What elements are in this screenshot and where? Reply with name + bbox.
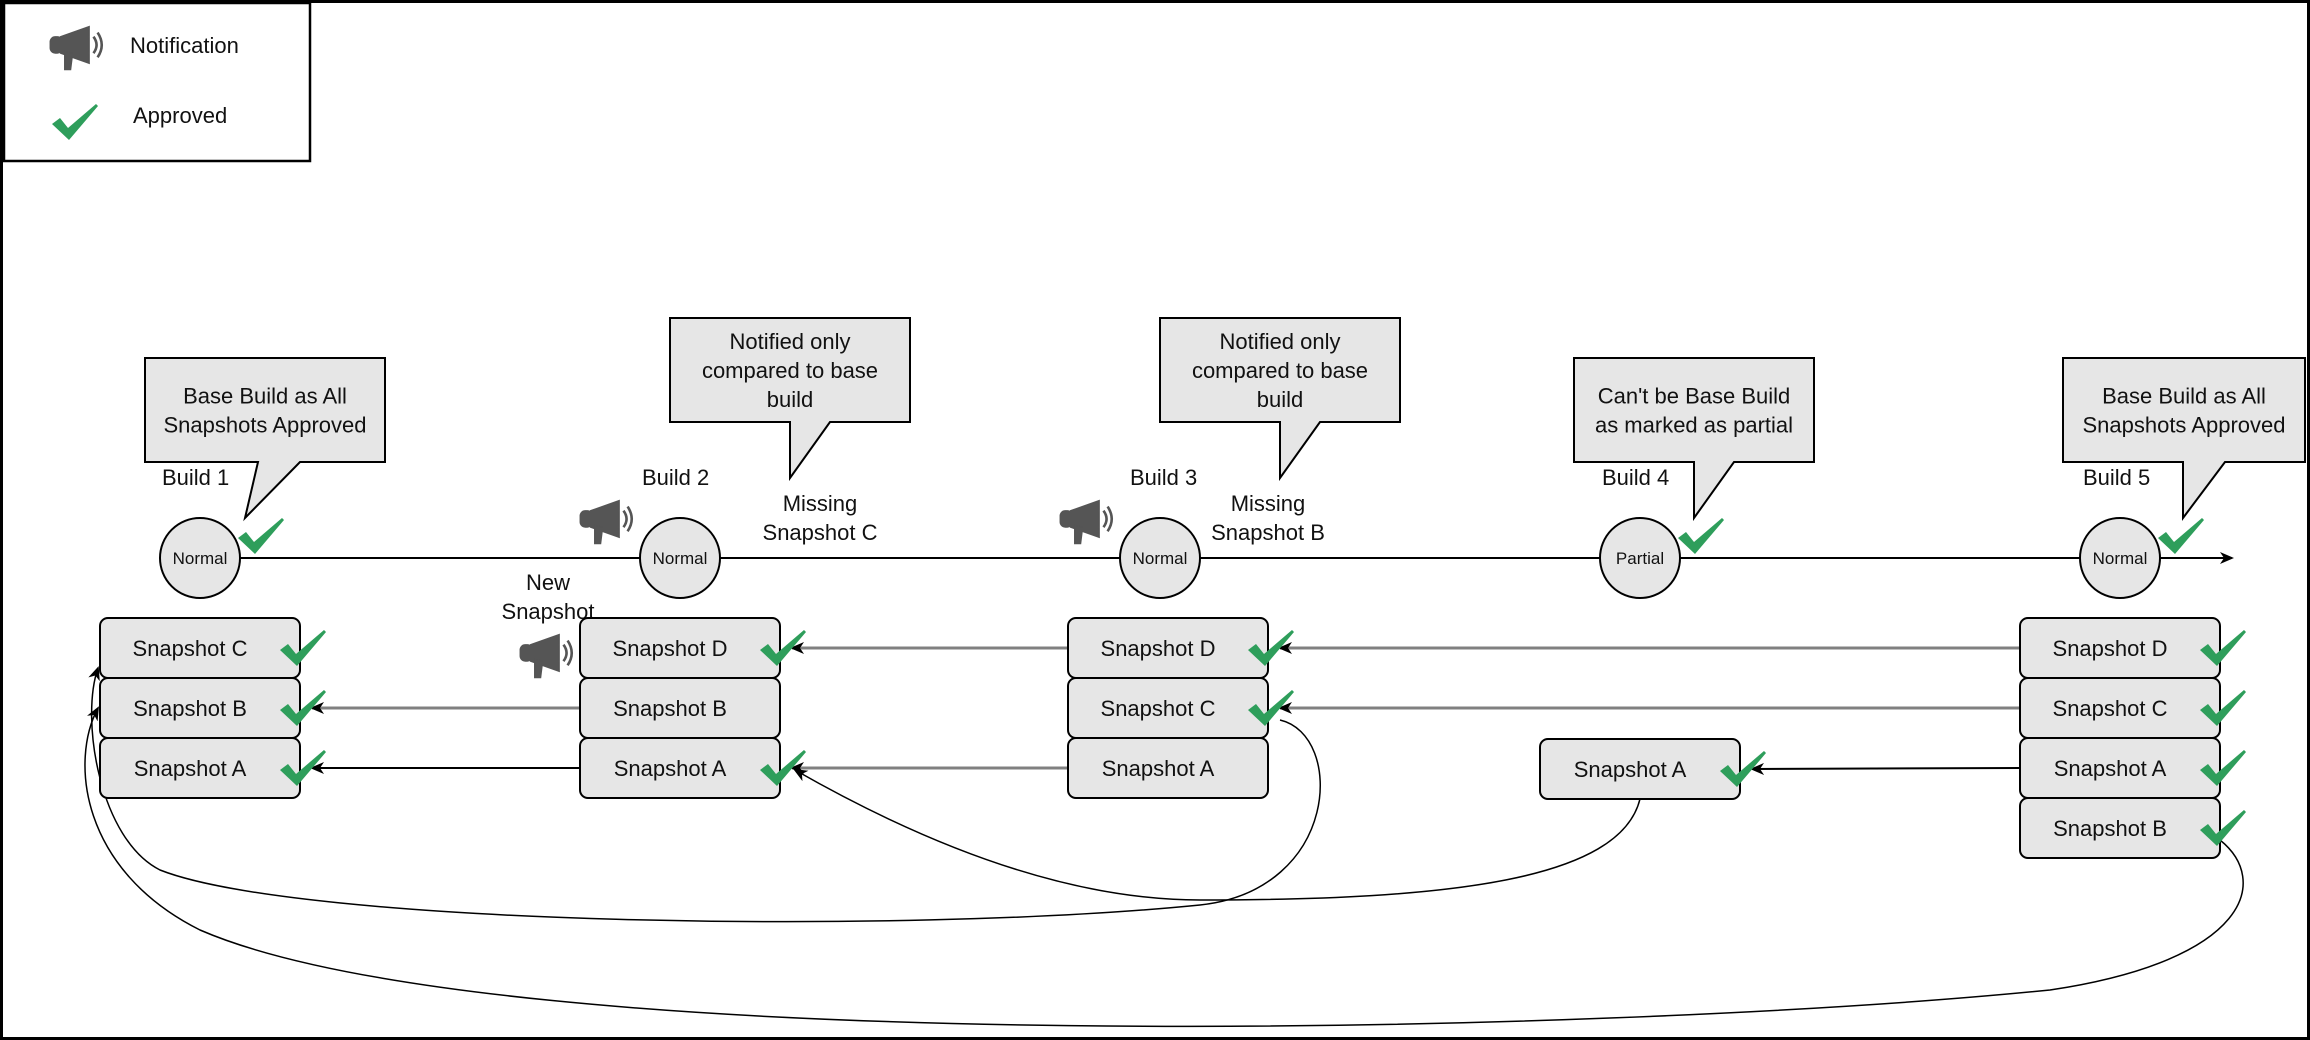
missing-note: Missing [783,491,858,516]
callout-text: as marked as partial [1595,413,1793,438]
snapshot-name: Snapshot A [2054,756,2167,781]
snapshot-box[interactable] [99,737,301,799]
build-type: Normal [2093,549,2148,568]
megaphone-icon [578,499,634,546]
callout-text: build [767,387,813,412]
build-node[interactable] [1599,517,1681,599]
snapshot-box[interactable] [1067,737,1269,799]
build-4: Can't be Base Build as marked as partialB… [1539,357,1815,800]
snapshot-name: Snapshot A [1102,756,1215,781]
build-label: Build 1 [162,465,229,490]
megaphone-icon [518,633,574,680]
snapshot-name: Snapshot B [133,696,247,721]
build-3: Notified only compared to base buildBuild … [1058,317,1401,799]
build-label: Build 5 [2083,465,2150,490]
callout-text: Snapshots Approved [2082,413,2285,438]
snapshot-name: Snapshot D [613,636,728,661]
callout-text: compared to base [702,358,878,383]
callout-box [1573,357,1815,522]
build-type: Normal [1133,549,1188,568]
callout-box [2062,357,2306,521]
callout-box [1159,317,1401,482]
snapshot-name: Snapshot B [613,696,727,721]
callout-text: Notified only [1219,329,1340,354]
build-node[interactable] [639,517,721,599]
snapshot-item[interactable]: Snapshot A [2019,737,2246,799]
legend-label-notification: Notification [130,33,239,58]
callout-text: Base Build as All [2102,384,2266,409]
build-2: Notified only compared to base buildBuild … [502,317,911,799]
snapshot-item[interactable]: Snapshot C [2019,677,2246,739]
new-snapshot-note: New [526,570,570,595]
callout-text: build [1257,387,1303,412]
new-snapshot-note: Snapshot [502,599,595,624]
megaphone-icon [1058,499,1114,546]
snapshot-name: Snapshot A [614,756,727,781]
callout-text: Can't be Base Build [1598,384,1791,409]
build-label: Build 3 [1130,465,1197,490]
build-type: Normal [173,549,228,568]
snapshot-box[interactable] [579,737,781,799]
callout-text: compared to base [1192,358,1368,383]
build-approved-check-icon [2158,518,2204,554]
snapshot-item[interactable]: Snapshot B [2019,797,2246,859]
missing-note: Snapshot C [763,520,878,545]
snapshot-item[interactable]: Snapshot C [99,617,326,679]
curve-link-b5b-to-b1b [84,706,2244,1028]
snapshot-name: Snapshot B [2053,816,2167,841]
link-arrow [1750,762,2021,775]
build-type: Normal [653,549,708,568]
build-approved-check-icon [1678,518,1724,554]
snapshot-item[interactable]: Snapshot B [579,677,781,739]
snapshot-name: Snapshot C [133,636,248,661]
snapshot-name: Snapshot C [1101,696,1216,721]
legend: Notification Approved [2,1,312,163]
build-node[interactable] [2079,517,2161,599]
snapshot-name: Snapshot C [2053,696,2168,721]
snapshot-item[interactable]: Snapshot A [99,737,326,799]
build-label: Build 2 [642,465,709,490]
snapshot-item[interactable]: Snapshot B [99,677,326,739]
snapshot-name: Snapshot A [1574,757,1687,782]
snapshot-item[interactable]: Snapshot A [1539,738,1766,800]
curve-link-b3c-to-b1c [88,666,1321,923]
build-node[interactable] [159,517,241,599]
snapshot-item[interactable]: Snapshot D [2019,617,2246,679]
curve-link-b4a-to-b2a [793,769,1641,901]
callout-text: Notified only [729,329,850,354]
snapshot-box[interactable] [2019,797,2221,859]
snapshot-box[interactable] [1539,738,1741,800]
snapshot-item[interactable]: Snapshot A [579,737,806,799]
callout-box [144,357,386,522]
legend-box [2,1,312,163]
missing-note: Missing [1231,491,1306,516]
snapshot-item[interactable]: Snapshot D [1067,617,1294,679]
snapshot-item[interactable]: Snapshot D [518,617,806,680]
missing-note: Snapshot B [1211,520,1325,545]
build-approved-check-icon [238,518,284,554]
snapshot-name: Snapshot A [134,756,247,781]
links [84,642,2244,1028]
legend-label-approved: Approved [133,103,227,128]
build-node[interactable] [1119,517,1201,599]
snapshot-item[interactable]: Snapshot A [1067,737,1269,799]
callout-text: Base Build as All [183,384,347,409]
callout-text: Snapshots Approved [163,413,366,438]
snapshot-name: Snapshot D [2053,636,2168,661]
build-label: Build 4 [1602,465,1669,490]
snapshot-item[interactable]: Snapshot C [1067,677,1294,739]
build-type: Partial [1616,549,1664,568]
snapshot-name: Snapshot D [1101,636,1216,661]
callout-box [669,317,911,482]
